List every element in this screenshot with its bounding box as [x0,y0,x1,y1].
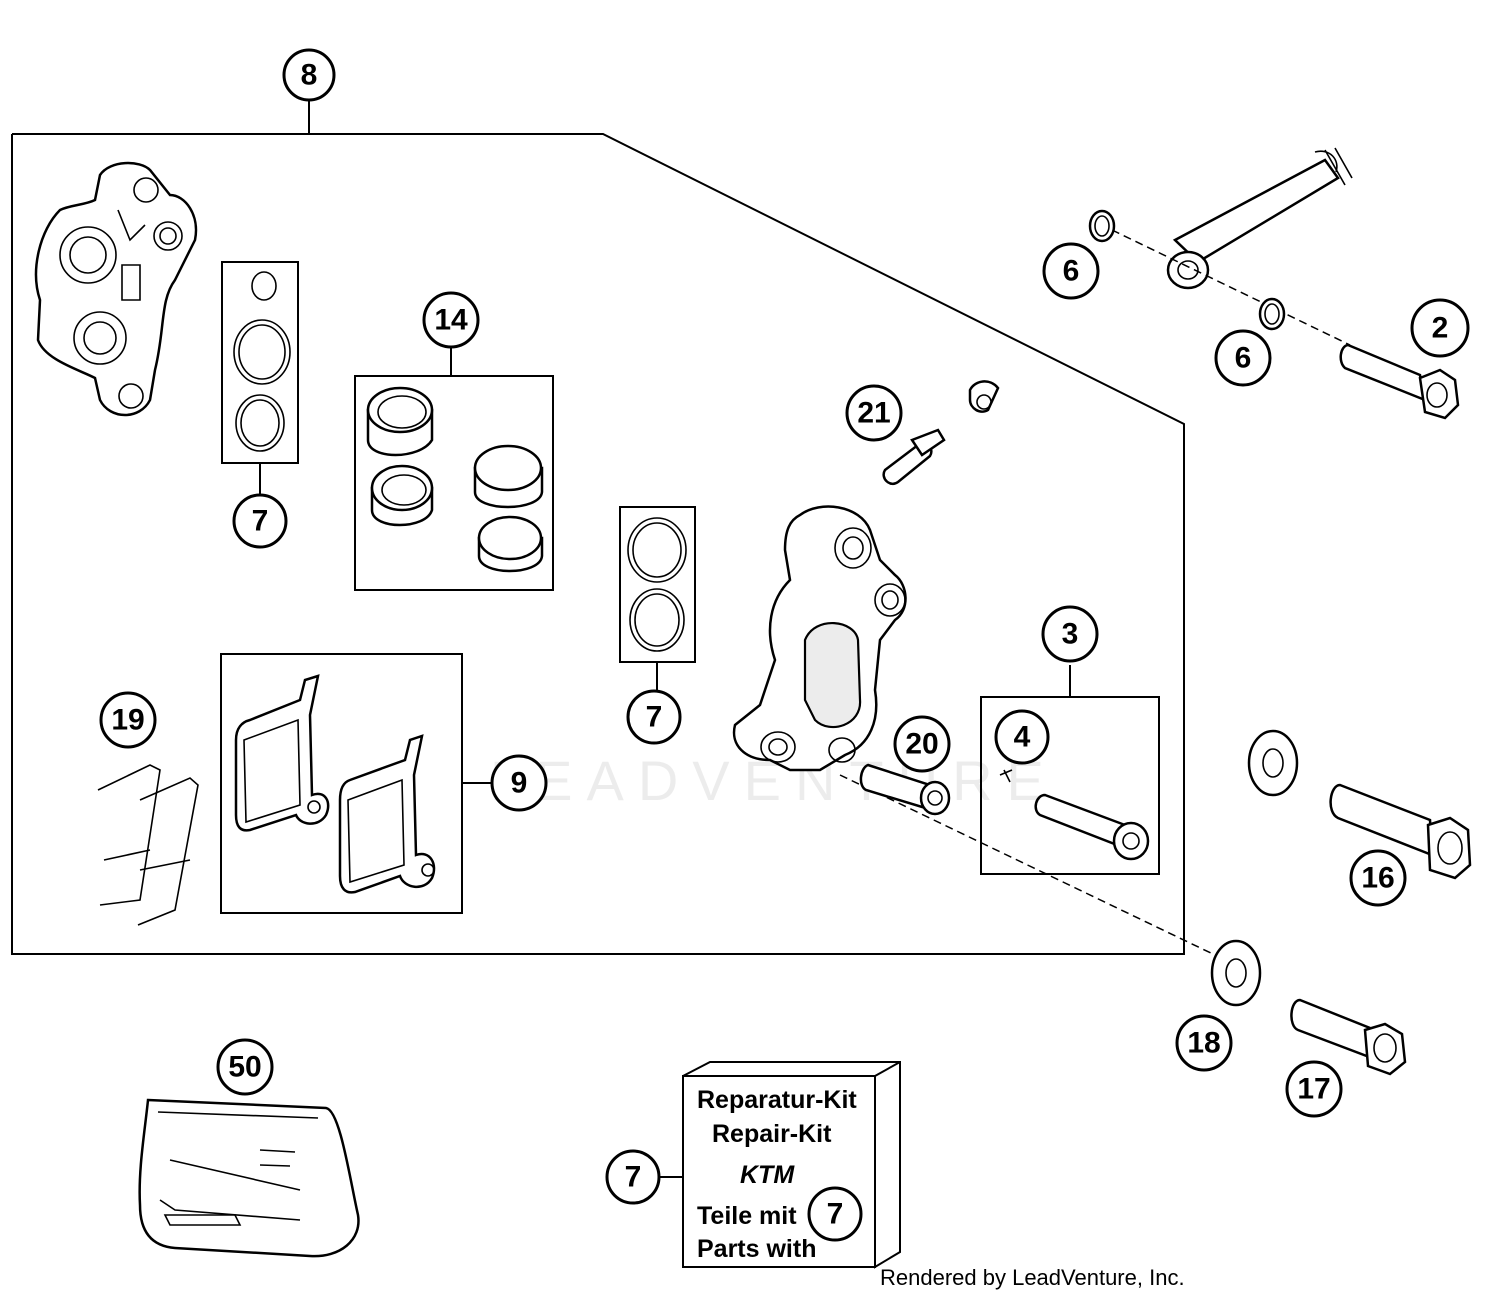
callout-9-label: 9 [511,767,528,800]
callout-8-label: 8 [301,59,318,92]
ktm-logo: KTM [740,1161,795,1189]
callout-9[interactable]: 9 [490,754,548,812]
washer-16 [1247,729,1299,797]
callout-14-label: 14 [434,304,468,337]
callout-20-label: 20 [905,728,938,761]
callout-4-label: 4 [1014,721,1031,754]
assembly-outline [11,133,1185,955]
callout-2[interactable]: 2 [1410,298,1470,358]
washer-18-hole [1225,958,1247,988]
washer-18 [1210,939,1262,1007]
callout-21[interactable]: 21 [845,384,903,442]
assembly-axis [839,774,1216,956]
callout-2-label: 2 [1432,312,1449,345]
washer-6-bottom [1258,297,1286,331]
pistons [366,386,544,573]
callout-14[interactable]: 14 [422,291,480,349]
bleeder-screw [882,380,1000,486]
seal-kit-box-left [221,261,299,464]
callout-7-middle[interactable]: 7 [626,689,682,745]
callout-8[interactable]: 8 [282,48,336,102]
callout-21-label: 21 [857,397,890,430]
callout-6-top[interactable]: 6 [1042,242,1100,300]
callout-16[interactable]: 16 [1349,849,1407,907]
seal-ring [629,588,685,652]
kit-label-reparatur: Reparatur-Kit [697,1086,857,1114]
banjo-axis [1111,229,1351,346]
seal-ring [627,517,687,583]
seal-ring [235,394,285,452]
callout-3-label: 3 [1062,618,1079,651]
caliper-housing-left [34,161,198,417]
seal-ring [240,399,280,447]
callout-7-kit-inner-label: 7 [827,1198,844,1231]
callout-7-kit-inner[interactable]: 7 [807,1186,863,1242]
parts-bag [138,1098,360,1258]
callout-19[interactable]: 19 [99,691,157,749]
kit-label-teile: Teile mit [697,1202,797,1230]
bolt-16 [1329,783,1472,880]
callout-16-label: 16 [1361,862,1394,895]
washer-6-bottom-hole [1264,303,1280,325]
callout-18-label: 18 [1187,1027,1220,1060]
callout-7-left[interactable]: 7 [232,493,288,549]
caliper-bracket [732,505,907,772]
piston-kit-box [354,375,554,591]
callout-7-left-label: 7 [252,505,269,538]
washer-16-hole [1262,748,1284,778]
callout-18[interactable]: 18 [1175,1014,1233,1072]
callout-3[interactable]: 3 [1041,605,1099,663]
kit-label-repair: Repair-Kit [712,1120,832,1148]
banjo-bolt [1339,343,1460,420]
callout-7-kit[interactable]: 7 [605,1149,661,1205]
washer-6-top [1088,209,1116,243]
callout-4[interactable]: 4 [994,709,1050,765]
bolt-17 [1290,998,1407,1076]
callout-19-label: 19 [111,704,144,737]
callout-7-kit-label: 7 [625,1161,642,1194]
kit-label-parts: Parts with [697,1235,816,1263]
seal-kit-box-middle [619,506,696,663]
callout-6-bottom[interactable]: 6 [1214,329,1272,387]
footer-credit: Rendered by LeadVenture, Inc. [880,1265,1185,1290]
seal-ring [251,271,277,301]
caliper-pin [859,763,951,816]
callout-50[interactable]: 50 [216,1038,274,1096]
callout-17[interactable]: 17 [1285,1060,1343,1118]
seal-ring [632,522,682,578]
guide-pin [999,769,1150,861]
seal-ring [634,593,680,647]
repair-kit-box [682,1061,901,1269]
brake-line [1166,147,1353,290]
callout-50-label: 50 [228,1051,261,1084]
callout-7-middle-label: 7 [646,701,663,734]
callout-6-top-label: 6 [1063,255,1080,288]
callout-6-bottom-label: 6 [1235,342,1252,375]
callout-20[interactable]: 20 [893,715,951,773]
seal-ring [233,319,291,385]
seal-ring [238,324,286,380]
washer-6-top-hole [1094,215,1110,237]
pad-spring [97,764,199,926]
callout-17-label: 17 [1297,1073,1330,1106]
brake-pads [234,674,436,894]
